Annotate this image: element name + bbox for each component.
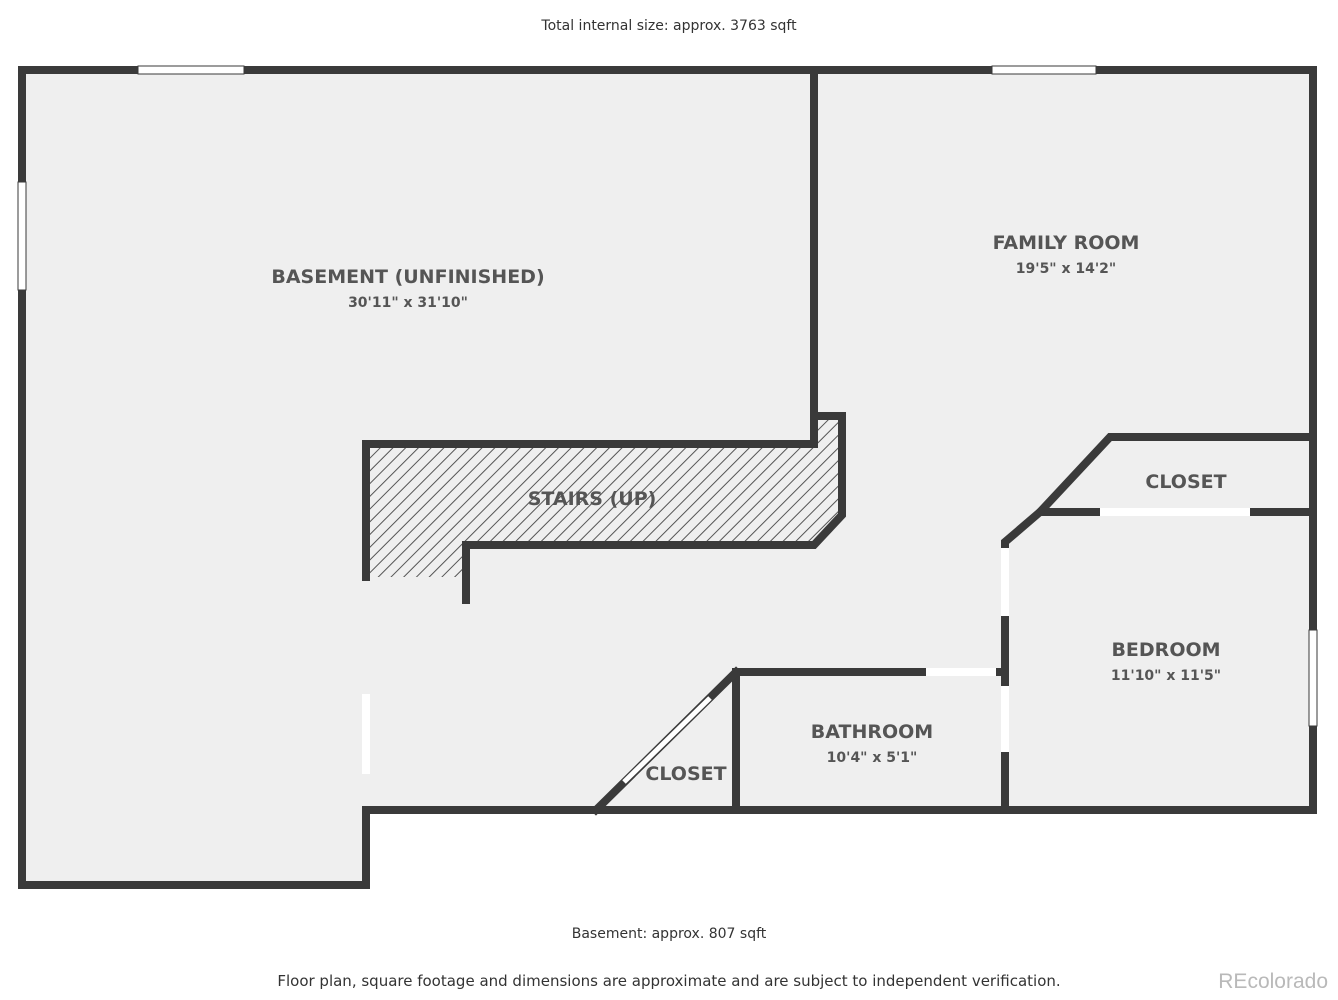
wall-exterior <box>18 66 1317 889</box>
door-bathroom <box>926 668 996 676</box>
watermark-logo: REcolorado <box>1218 970 1328 993</box>
bedroom-dims: 11'10" x 11'5" <box>1111 668 1221 684</box>
bathroom-label: BATHROOM <box>811 721 933 743</box>
openings <box>17 65 1318 727</box>
family-room-dims: 19'5" x 14'2" <box>1016 261 1116 277</box>
window-top-left <box>137 65 245 75</box>
basement-label: BASEMENT (UNFINISHED) <box>271 266 544 288</box>
door-bedroom-upper <box>1001 548 1009 616</box>
window-left <box>17 181 27 291</box>
total-size-heading: Total internal size: approx. 3763 sqft <box>541 18 797 34</box>
floor-area-caption: Basement: approx. 807 sqft <box>571 926 767 942</box>
wall-stairs <box>362 412 846 604</box>
disclaimer: Floor plan, square footage and dimension… <box>277 972 1061 990</box>
doorways <box>362 508 1250 784</box>
window-top-right <box>991 65 1097 75</box>
door-bedroom-lower <box>1001 686 1009 752</box>
door-closet-lower <box>622 696 712 784</box>
bathroom-dims: 10'4" x 5'1" <box>827 750 918 766</box>
closet-lower-label: CLOSET <box>645 763 726 785</box>
room-labels: BASEMENT (UNFINISHED) 30'11" x 31'10" FA… <box>271 232 1226 785</box>
family-room-label: FAMILY ROOM <box>993 232 1140 254</box>
stairs-label: STAIRS (UP) <box>528 488 657 510</box>
closet-upper-label: CLOSET <box>1145 471 1226 493</box>
bedroom-label: BEDROOM <box>1111 639 1220 661</box>
basement-dims: 30'11" x 31'10" <box>348 295 468 311</box>
window-bedroom <box>1308 629 1318 727</box>
stairs-hatch <box>366 416 842 577</box>
floor-areas <box>22 70 1313 885</box>
door-closet-upper <box>1100 508 1250 516</box>
door-basement <box>362 694 370 774</box>
